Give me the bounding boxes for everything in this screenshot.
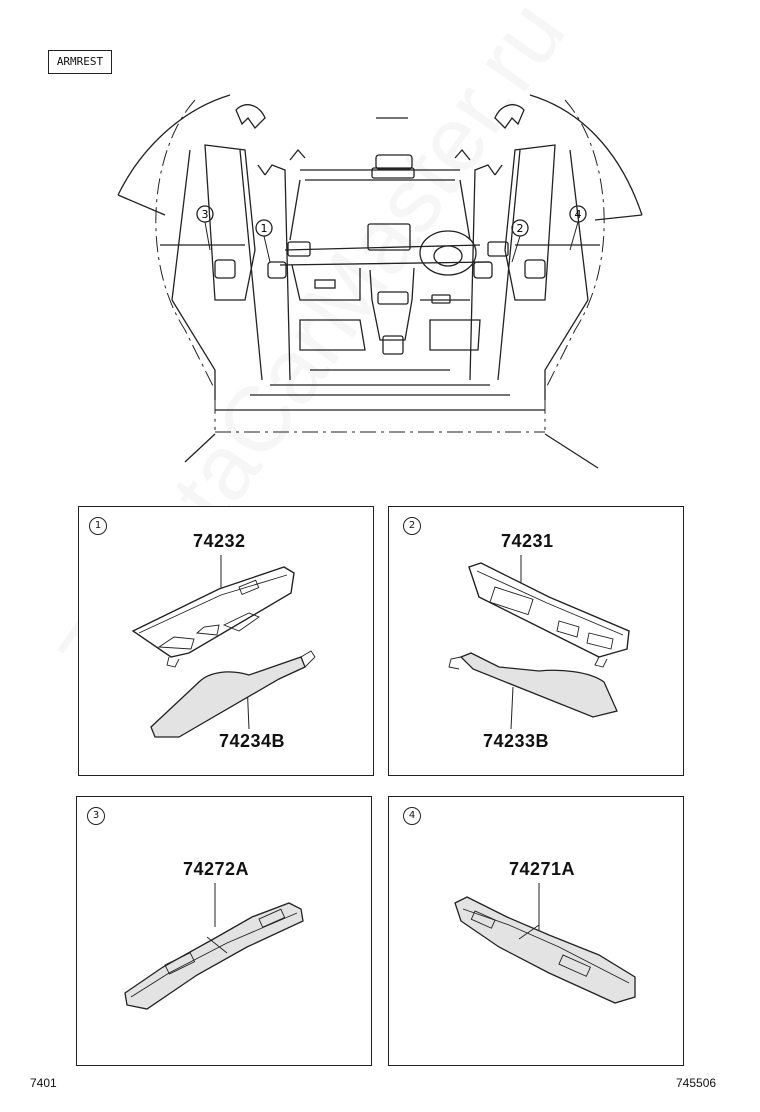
callout-2: 2 (517, 222, 524, 235)
body-outline-right (544, 99, 605, 430)
panel-3: 3 74272A (76, 796, 372, 1066)
panel-1-index: 1 (89, 517, 107, 535)
callout-4: 4 (575, 208, 582, 221)
panel-3-index: 3 (87, 807, 105, 825)
vehicle-interior-overview: 3 1 2 4 (117, 94, 643, 469)
callout-3: 3 (202, 208, 209, 221)
part-number-74233B[interactable]: 74233B (483, 731, 550, 751)
figure-id: 745506 (676, 1076, 717, 1090)
callout-1: 1 (261, 222, 268, 235)
armrest-base-illustration (448, 555, 630, 730)
part-number-74272A[interactable]: 74272A (183, 859, 250, 879)
section-label: ARMREST (48, 50, 112, 74)
armrest-illustration (124, 883, 304, 1010)
armrest-base-illustration (131, 555, 316, 738)
page-code: 7401 (30, 1076, 57, 1090)
panel-2: 2 74231 74233B (388, 506, 684, 776)
part-number-74232[interactable]: 74232 (193, 531, 246, 551)
part-number-74271A[interactable]: 74271A (509, 859, 576, 879)
armrest-illustration (454, 883, 636, 1004)
panel-2-index: 2 (403, 517, 421, 535)
body-outline-left (155, 99, 216, 430)
panel-4-index: 4 (403, 807, 421, 825)
panel-4: 4 74271A (388, 796, 684, 1066)
part-number-74231[interactable]: 74231 (501, 531, 554, 551)
part-number-74234B[interactable]: 74234B (219, 731, 286, 751)
panel-1: 1 74232 74234B (78, 506, 374, 776)
